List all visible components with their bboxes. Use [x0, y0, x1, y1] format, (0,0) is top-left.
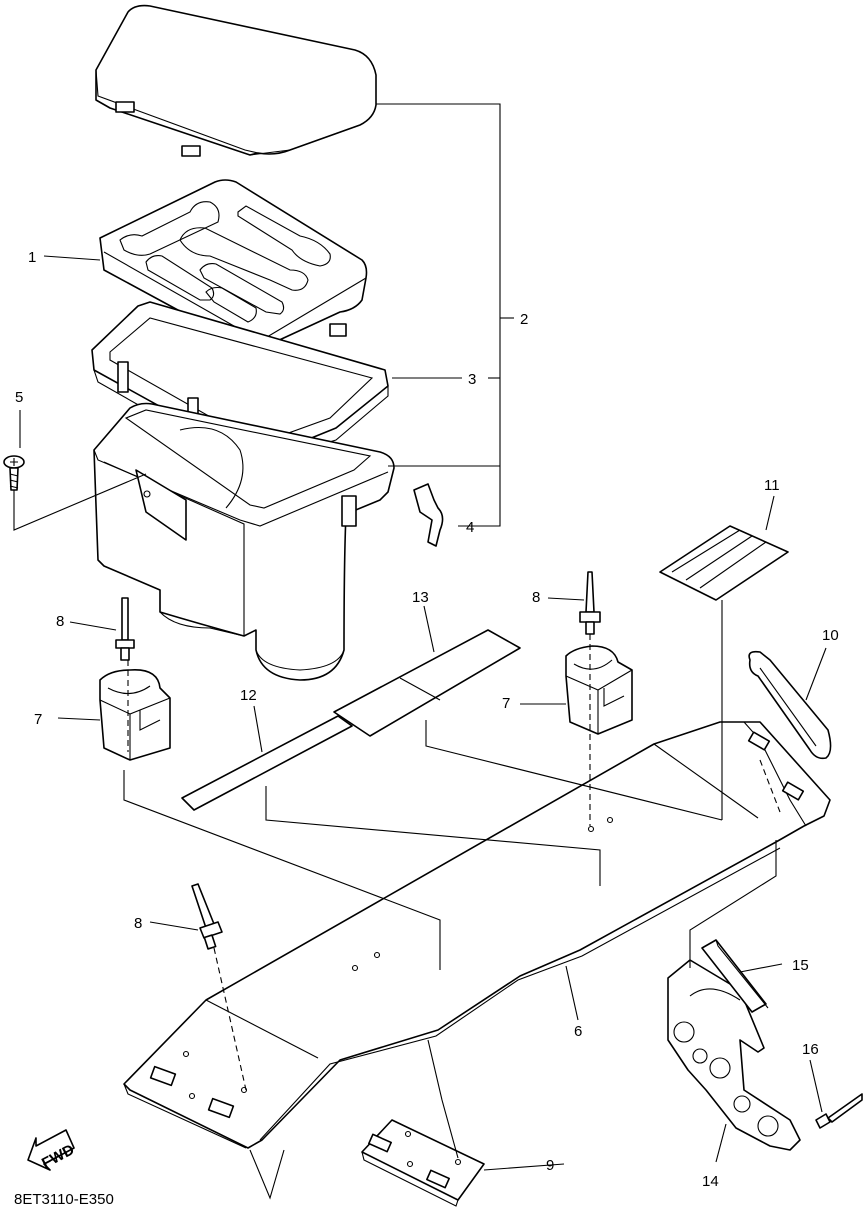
callout-14: 14	[702, 1173, 719, 1190]
callout-11: 11	[764, 477, 780, 494]
storage-box-body	[93, 402, 395, 681]
strip-13	[333, 629, 521, 737]
strip-12	[181, 715, 353, 811]
callout-7-right: 7	[502, 695, 510, 712]
bracket-left	[99, 669, 171, 761]
callout-13: 13	[412, 589, 429, 606]
rivet-right	[579, 571, 601, 635]
callout-3: 3	[468, 371, 476, 388]
callout-7-left: 7	[34, 711, 42, 728]
callout-9: 9	[546, 1157, 554, 1174]
callout-2: 2	[520, 311, 528, 328]
callout-16: 16	[802, 1041, 819, 1058]
rubber-pad	[659, 525, 789, 601]
fastener	[815, 1093, 863, 1129]
bracket-right	[565, 645, 633, 735]
callout-12: 12	[240, 687, 257, 704]
rivet-left	[115, 597, 135, 661]
callout-4: 4	[466, 519, 474, 536]
callout-8-left: 8	[56, 613, 64, 630]
callout-6: 6	[574, 1023, 582, 1040]
leader-lines	[13, 103, 827, 1200]
callouts: 1 2 3 4 5 6 7 7 8 8 8 9 10 11 12 13 14 1…	[15, 249, 839, 1190]
callout-8-right: 8	[532, 589, 540, 606]
foam-block	[701, 939, 769, 1013]
callout-15: 15	[792, 957, 809, 974]
plate	[361, 1119, 485, 1207]
callout-5: 5	[15, 389, 23, 406]
rivet-lower	[191, 883, 223, 950]
clip-part	[413, 483, 444, 547]
callout-10: 10	[822, 627, 839, 644]
storage-box-lid	[95, 4, 377, 157]
heat-shield	[667, 959, 801, 1151]
screw	[3, 455, 25, 491]
callout-8-lower: 8	[134, 915, 142, 932]
fwd-arrow: FWD	[27, 1129, 77, 1172]
diagram-code: 8ET3110-E350	[14, 1191, 114, 1207]
wire-bracket	[748, 650, 832, 760]
callout-1: 1	[28, 249, 36, 266]
